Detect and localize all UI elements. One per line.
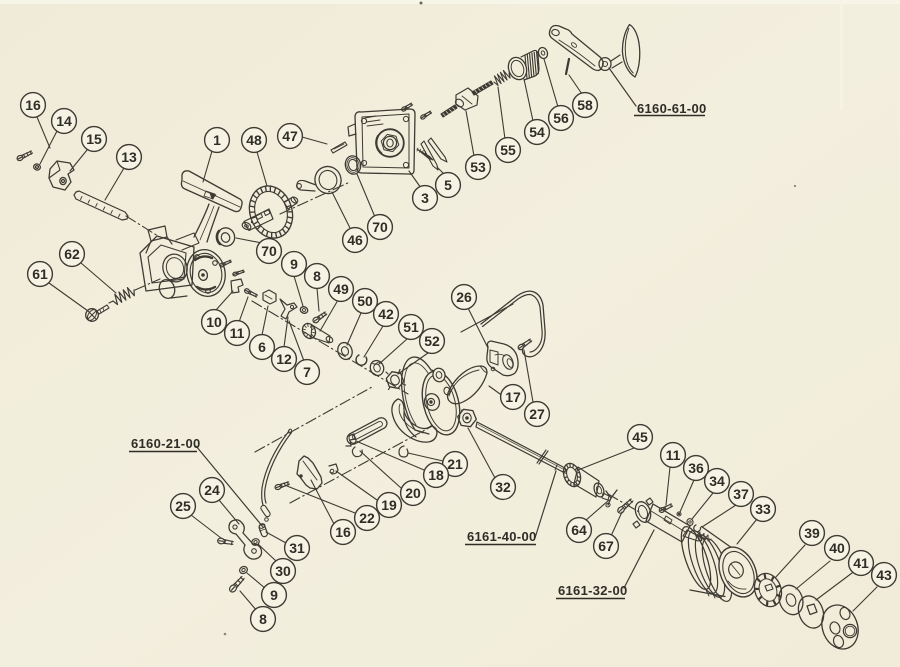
svg-text:5: 5 <box>444 177 452 193</box>
svg-text:46: 46 <box>347 232 363 248</box>
svg-text:52: 52 <box>424 333 440 349</box>
svg-text:64: 64 <box>571 522 587 538</box>
svg-text:49: 49 <box>333 281 349 297</box>
svg-text:70: 70 <box>372 219 388 235</box>
svg-text:39: 39 <box>804 525 820 541</box>
svg-text:6: 6 <box>258 339 266 355</box>
svg-text:37: 37 <box>733 486 749 502</box>
svg-text:10: 10 <box>206 314 222 330</box>
svg-text:67: 67 <box>598 538 614 554</box>
svg-text:53: 53 <box>470 159 486 175</box>
svg-text:6160-21-00: 6160-21-00 <box>131 436 201 451</box>
svg-text:32: 32 <box>495 479 511 495</box>
svg-text:18: 18 <box>428 467 444 483</box>
svg-text:56: 56 <box>553 110 569 126</box>
svg-text:48: 48 <box>246 132 262 148</box>
svg-text:6160-61-00: 6160-61-00 <box>637 101 707 116</box>
svg-text:15: 15 <box>86 131 102 147</box>
svg-text:36: 36 <box>688 460 704 476</box>
svg-text:42: 42 <box>378 306 394 322</box>
svg-text:26: 26 <box>456 289 472 305</box>
svg-text:33: 33 <box>755 501 771 517</box>
svg-text:22: 22 <box>359 510 375 526</box>
svg-text:55: 55 <box>500 142 516 158</box>
svg-text:20: 20 <box>405 485 421 501</box>
svg-text:34: 34 <box>709 473 725 489</box>
svg-text:9: 9 <box>290 256 298 272</box>
svg-text:6161-32-00: 6161-32-00 <box>558 583 628 598</box>
svg-text:21: 21 <box>447 456 463 472</box>
svg-text:16: 16 <box>25 97 41 113</box>
svg-text:6161-40-00: 6161-40-00 <box>467 529 537 544</box>
svg-text:31: 31 <box>289 540 305 556</box>
svg-text:1: 1 <box>213 132 221 148</box>
svg-text:8: 8 <box>259 611 267 627</box>
svg-text:7: 7 <box>303 364 311 380</box>
svg-text:25: 25 <box>175 498 191 514</box>
svg-text:13: 13 <box>121 149 137 165</box>
svg-text:45: 45 <box>632 429 648 445</box>
svg-text:58: 58 <box>577 97 593 113</box>
svg-text:8: 8 <box>313 268 321 284</box>
svg-text:30: 30 <box>275 563 291 579</box>
svg-text:12: 12 <box>276 351 292 367</box>
svg-text:62: 62 <box>64 246 80 262</box>
svg-text:54: 54 <box>529 124 545 140</box>
svg-text:3: 3 <box>421 190 429 206</box>
svg-text:61: 61 <box>32 266 48 282</box>
svg-text:19: 19 <box>381 497 397 513</box>
svg-text:50: 50 <box>357 293 373 309</box>
svg-text:24: 24 <box>204 482 220 498</box>
svg-text:47: 47 <box>282 128 298 144</box>
svg-text:51: 51 <box>403 319 419 335</box>
svg-text:16: 16 <box>335 524 351 540</box>
svg-text:43: 43 <box>876 567 892 583</box>
svg-text:17: 17 <box>505 389 521 405</box>
svg-text:14: 14 <box>56 113 72 129</box>
svg-text:40: 40 <box>829 540 845 556</box>
svg-text:27: 27 <box>529 406 545 422</box>
svg-text:41: 41 <box>853 555 869 571</box>
svg-text:70: 70 <box>261 243 277 259</box>
svg-text:11: 11 <box>666 447 681 463</box>
svg-text:9: 9 <box>270 587 278 603</box>
svg-text:11: 11 <box>230 325 245 341</box>
